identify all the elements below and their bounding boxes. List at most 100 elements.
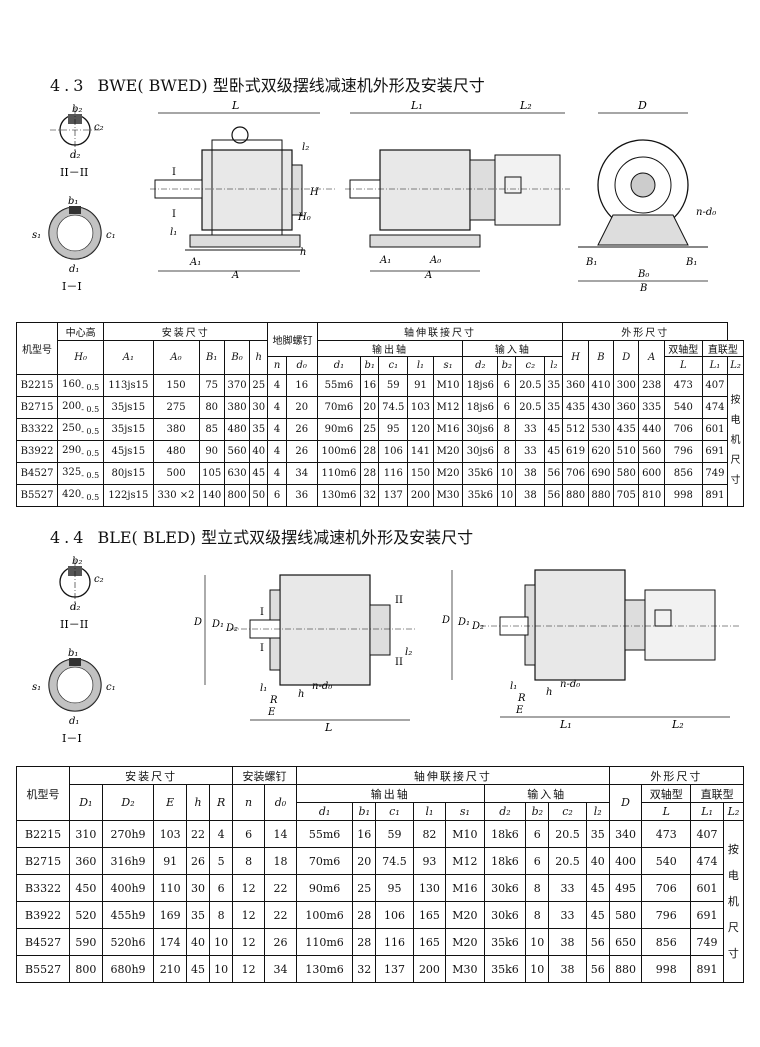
- value-cell: 238: [638, 374, 665, 397]
- value-cell: 200: [412, 955, 447, 983]
- value-cell: 4: [267, 374, 287, 397]
- value-cell: 113js15: [103, 374, 154, 397]
- value-cell: 20.5: [515, 374, 546, 397]
- value-cell: 35: [544, 374, 564, 397]
- value-cell: 6: [497, 374, 517, 397]
- value-cell: 22: [264, 901, 297, 929]
- value-cell: 100m6: [316, 440, 362, 463]
- section-heading: BLE( BLED) 型立式双级摆线减速机外形及安装尺寸: [97, 528, 474, 547]
- value-cell: 106: [378, 440, 409, 463]
- section-heading: BWE( BWED) 型卧式双级摆线减速机外形及安装尺寸: [97, 76, 485, 95]
- value-cell: 140: [198, 484, 225, 507]
- value-cell: 10: [497, 484, 517, 507]
- svg-text:H₀: H₀: [297, 212, 311, 223]
- svg-text:c₂: c₂: [94, 574, 104, 585]
- value-cell: 35js15: [103, 418, 154, 441]
- svg-text:I: I: [260, 607, 264, 618]
- value-cell: 70m6: [316, 396, 362, 419]
- value-cell: 59: [375, 820, 414, 848]
- value-cell: 440: [638, 418, 665, 441]
- value-cell: 93: [412, 847, 447, 875]
- svg-text:d₂: d₂: [70, 150, 80, 161]
- svg-text:b₂: b₂: [72, 556, 82, 567]
- value-cell: 530: [587, 418, 615, 441]
- value-cell: 20.5: [515, 396, 546, 419]
- value-cell: 165: [412, 928, 447, 956]
- value-cell: 10: [209, 928, 234, 956]
- label-section-I: I－I: [62, 280, 82, 293]
- note-cell: 按电机尺寸: [727, 374, 744, 507]
- value-cell: 14: [264, 820, 297, 848]
- svg-text:D₁: D₁: [211, 619, 224, 630]
- value-cell: 33: [515, 440, 546, 463]
- value-cell: 380: [223, 396, 251, 419]
- value-cell: 33: [548, 901, 587, 929]
- value-cell: 601: [690, 874, 724, 902]
- value-cell: 560: [638, 440, 665, 463]
- value-cell: 35js15: [103, 396, 154, 419]
- svg-text:II: II: [395, 595, 403, 606]
- svg-text:n-d₀: n-d₀: [312, 681, 332, 692]
- model-cell: B2715: [15, 396, 59, 419]
- value-cell: 10: [525, 955, 550, 983]
- value-cell: 105: [198, 462, 225, 485]
- value-cell: 480: [223, 418, 251, 441]
- svg-text:L₂: L₂: [671, 718, 684, 731]
- value-cell: 82: [412, 820, 447, 848]
- value-cell: 749: [690, 928, 724, 956]
- value-cell: 169: [153, 901, 187, 929]
- value-cell: 40: [585, 847, 610, 875]
- value-cell: 705: [613, 484, 640, 507]
- svg-text:b₁: b₁: [68, 196, 78, 207]
- value-cell: 35: [544, 396, 564, 419]
- value-cell: 45: [185, 955, 211, 983]
- value-cell: M20: [445, 901, 485, 929]
- value-cell: 95: [375, 874, 414, 902]
- value-cell: M30: [445, 955, 485, 983]
- value-cell: 70m6: [295, 847, 354, 875]
- svg-text:D₁: D₁: [457, 617, 470, 628]
- value-cell: 32: [360, 484, 380, 507]
- value-cell: 435: [562, 396, 589, 419]
- value-cell: 800: [69, 955, 103, 983]
- value-cell: 620: [587, 440, 615, 463]
- value-cell: 56: [585, 928, 610, 956]
- value-cell: 32: [352, 955, 377, 983]
- value-cell: 560: [223, 440, 251, 463]
- svg-text:E: E: [515, 705, 524, 716]
- svg-text:I: I: [172, 167, 176, 178]
- value-cell: 8: [232, 847, 266, 875]
- model-cell: B5527: [15, 955, 71, 983]
- value-cell: 450: [69, 874, 103, 902]
- value-cell: 55m6: [295, 820, 354, 848]
- value-cell: 6: [267, 484, 287, 507]
- svg-text:H: H: [309, 187, 319, 198]
- note-char: 寸: [727, 946, 739, 960]
- value-cell: 150: [152, 374, 200, 397]
- value-cell: 20: [352, 847, 377, 875]
- value-cell: M20: [445, 928, 485, 956]
- value-cell: 856: [663, 462, 703, 485]
- svg-text:d₁: d₁: [69, 716, 79, 727]
- value-cell: 998: [663, 484, 703, 507]
- value-cell: 74.5: [378, 396, 409, 419]
- h0-cell: 325- 0.5: [57, 462, 105, 485]
- value-cell: 8: [497, 440, 517, 463]
- value-cell: M10: [432, 374, 464, 397]
- value-cell: 18k6: [483, 820, 527, 848]
- value-cell: 210: [153, 955, 187, 983]
- value-cell: 35: [185, 901, 211, 929]
- value-cell: 50: [249, 484, 269, 507]
- value-cell: 650: [608, 928, 643, 956]
- value-cell: 270h9: [101, 820, 155, 848]
- value-cell: 495: [608, 874, 643, 902]
- value-cell: 120: [407, 418, 434, 441]
